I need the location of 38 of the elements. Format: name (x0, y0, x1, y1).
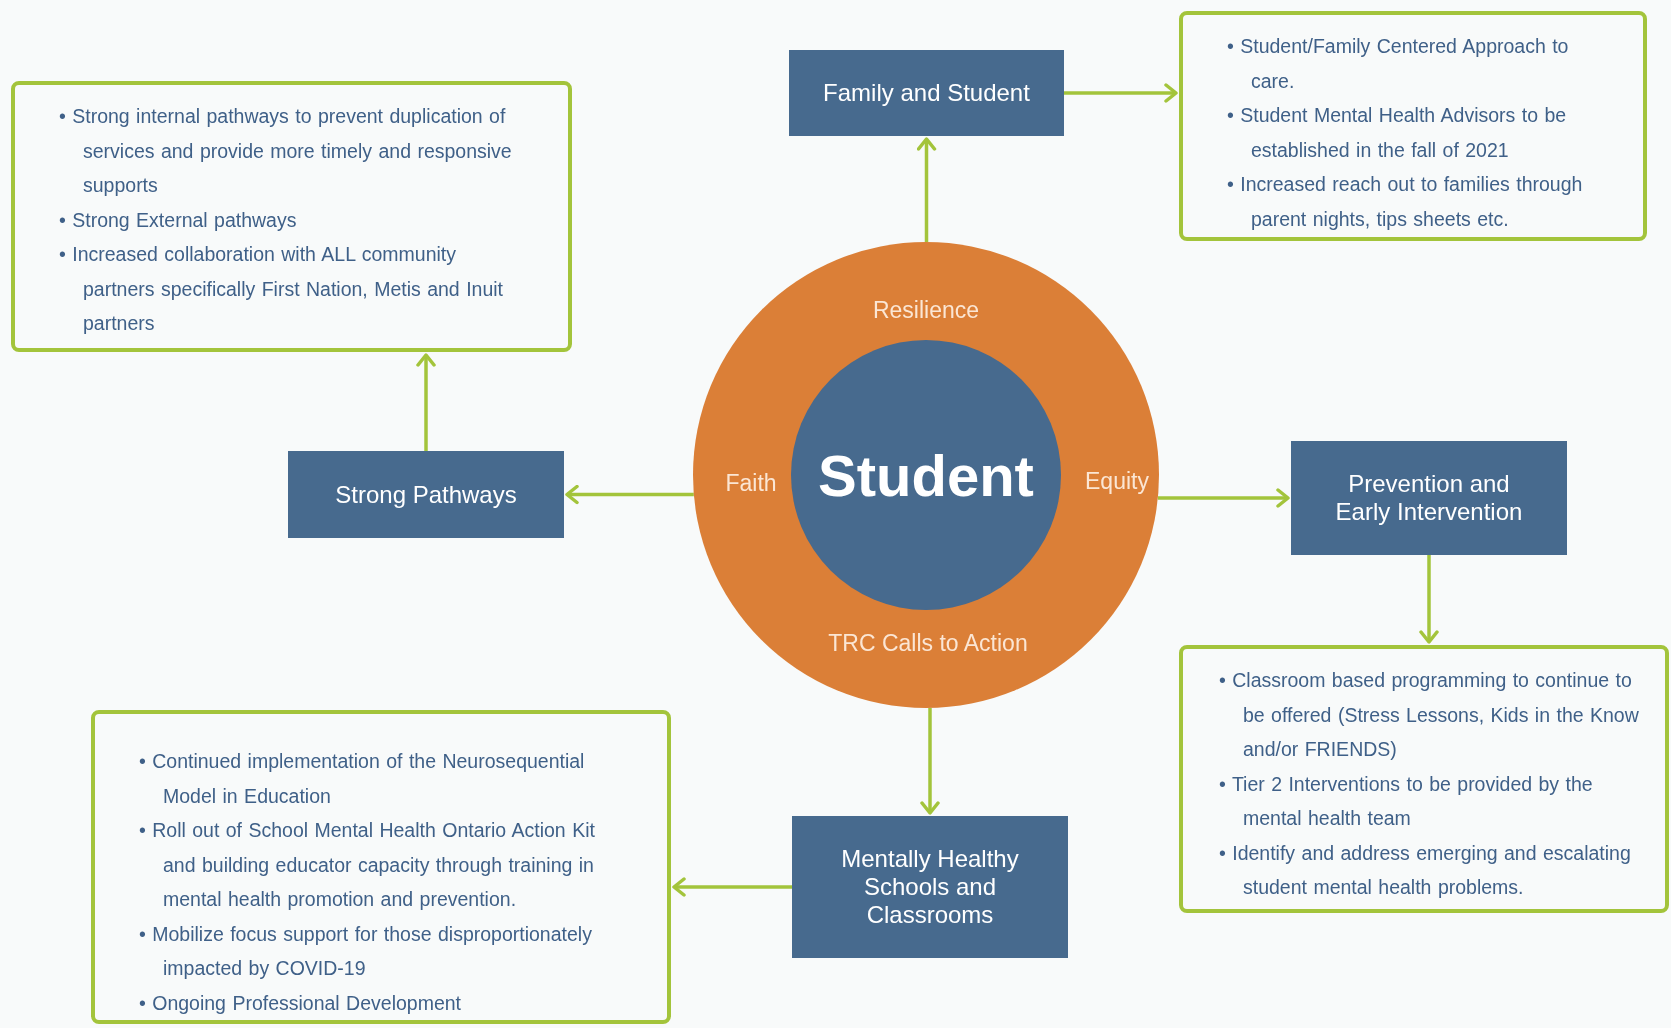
arrow (1064, 83, 1178, 103)
ring-label: Faith (725, 469, 777, 497)
arrow (565, 484, 694, 505)
bullet-text: • Strong External pathways (59, 207, 298, 233)
text-panel (11, 81, 572, 352)
bullet-text: • Increased collaboration with ALL community partners specifically First Nation, Metis and Inuit partners (59, 242, 504, 336)
bullet-text: • Student/Family Centered Approach to care. (1227, 34, 1570, 94)
arrow (920, 707, 940, 815)
category-box (288, 451, 564, 538)
ring-label: TRC Calls to Action (828, 629, 1028, 657)
bullet-text: • Strong internal pathways to prevent duplication of services and provide more timely and responsive supports (59, 104, 513, 198)
arrow (416, 353, 436, 451)
box-label: Mentally Healthy Schools and Classrooms (840, 845, 1020, 929)
box-label: Prevention and Early Intervention (1334, 470, 1524, 526)
bullet-text: • Classroom based programming to continue to be offered (Stress Lessons, Kids in the Know and/or FRIENDS) (1219, 668, 1640, 762)
category-box (789, 50, 1064, 136)
bullet-text: • Mobilize focus support for those disproportionately impacted by COVID-19 (139, 921, 593, 981)
bullet-text: • Continued implementation of the Neurosequential Model in Education (139, 749, 586, 809)
arrow (672, 877, 792, 897)
text-panel (91, 710, 671, 1024)
bullet-text: • Increased reach out to families through parent nights, tips sheets etc. (1227, 172, 1584, 232)
category-box (1291, 441, 1567, 555)
box-label: Strong Pathways (335, 480, 517, 509)
arrow (1419, 555, 1439, 644)
box-label: Family and Student (823, 79, 1030, 107)
center-label: Student (818, 441, 1034, 509)
arrow (1157, 488, 1290, 508)
text-panel (1179, 11, 1647, 241)
category-box (792, 816, 1068, 958)
bullet-text: • Student Mental Health Advisors to be established in the fall of 2021 (1227, 103, 1568, 163)
bullet-text: • Ongoing Professional Development (139, 990, 462, 1016)
bullet-text: • Roll out of School Mental Health Ontario Action Kit and building educator capacity through training in mental health promotion and prevention. (139, 818, 596, 912)
ring-label: Equity (1085, 467, 1149, 495)
text-panel (1179, 645, 1669, 913)
bullet-text: • Tier 2 Interventions to be provided by the mental health team (1219, 771, 1594, 831)
bullet-text: • Identify and address emerging and escalating student mental health problems. (1219, 840, 1632, 900)
arrow (916, 137, 937, 242)
ring-label: Resilience (872, 296, 980, 324)
